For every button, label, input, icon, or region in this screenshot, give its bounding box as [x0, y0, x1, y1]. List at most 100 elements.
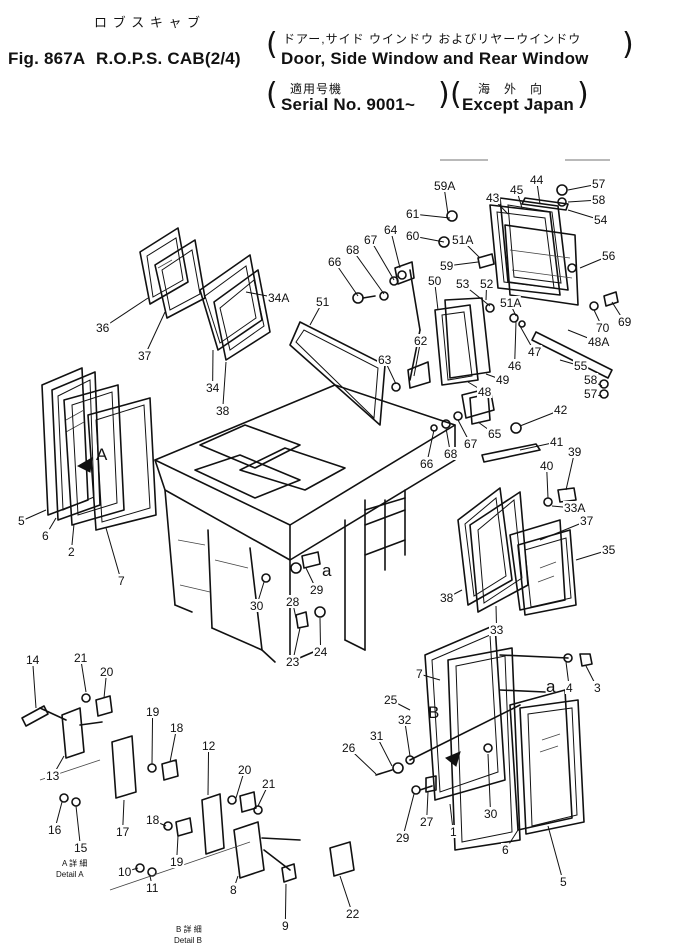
- section-en: Door, Side Window and Rear Window: [281, 49, 589, 68]
- part-label-49: 49: [496, 373, 510, 387]
- callout-bg-33A: [563, 501, 585, 514]
- callout-bg-29: [309, 583, 325, 596]
- callout-bg-42: [553, 403, 569, 416]
- callout-bg-34A: [267, 291, 289, 304]
- callout-bg-50: [427, 274, 443, 287]
- callout-bg-67: [463, 437, 479, 450]
- part-label-65: 65: [488, 427, 502, 441]
- callout-bg-52: [479, 277, 495, 290]
- part-label-52: 52: [480, 277, 494, 291]
- callout-bg-13: [45, 769, 61, 782]
- callout-leader-12: [207, 745, 210, 796]
- part-label-57: 57: [592, 177, 606, 191]
- callout-bg-51: [315, 295, 331, 308]
- part-label-63: 63: [378, 353, 392, 367]
- part-label-58: 58: [584, 373, 598, 387]
- title-en: R.O.P.S. CAB(2/4): [96, 49, 241, 68]
- arrow-marker-a2: a: [546, 677, 556, 696]
- part-label-6: 6: [502, 843, 509, 857]
- part-label-23: 23: [286, 655, 300, 669]
- part-label-66: 66: [420, 457, 434, 471]
- callout-bg-59: [439, 259, 455, 272]
- callout-bg-3: [593, 681, 602, 694]
- part-label-50: 50: [428, 274, 442, 288]
- part-label-10: 10: [118, 865, 132, 879]
- callout-bg-5: [559, 875, 568, 888]
- callout-bg-49: [495, 373, 511, 386]
- callout-bg-18: [145, 813, 161, 826]
- callout-bg-41: [549, 435, 565, 448]
- part-label-20: 20: [100, 665, 114, 679]
- callout-leader-7: [105, 527, 122, 582]
- callout-leader-29: [402, 793, 415, 839]
- part-label-30: 30: [484, 807, 498, 821]
- part-label-16: 16: [48, 823, 62, 837]
- part-label-28: 28: [286, 595, 300, 609]
- callout-bg-30: [249, 599, 265, 612]
- callout-bg-38: [215, 404, 231, 417]
- part-label-33: 33: [490, 623, 504, 637]
- callout-bg-45: [509, 183, 525, 196]
- part-label-13: 13: [46, 769, 60, 783]
- callout-bg-14: [25, 653, 41, 666]
- arrow-marker-a1: a: [322, 561, 332, 580]
- callout-bg-31: [369, 729, 385, 742]
- part-label-25: 25: [384, 693, 398, 707]
- callout-leader-68: [352, 249, 385, 295]
- callout-bg-37: [579, 514, 595, 527]
- part-label-68: 68: [346, 243, 360, 257]
- part-label-70: 70: [596, 321, 610, 335]
- part-label-48A: 48A: [588, 335, 609, 349]
- part-label-7: 7: [416, 667, 423, 681]
- callout-bg-47: [527, 345, 543, 358]
- callout-bg-51A: [451, 233, 473, 246]
- callout-leader-14: [32, 659, 37, 709]
- part-label-34A: 34A: [268, 291, 289, 305]
- part-label-51: 51: [316, 295, 330, 309]
- part-label-12: 12: [202, 739, 216, 753]
- cab-body: [154, 384, 456, 663]
- callout-leader-39: [565, 451, 576, 491]
- part-label-30: 30: [250, 599, 264, 613]
- callout-bg-68: [443, 447, 459, 460]
- callout-bg-48: [477, 385, 493, 398]
- detail-b-drawing: [109, 791, 355, 891]
- callout-bg-4: [565, 681, 574, 694]
- part-label-27: 27: [420, 815, 434, 829]
- callout-bg-22: [345, 907, 361, 920]
- callout-bg-67: [363, 233, 379, 246]
- callout-bg-68: [345, 243, 361, 256]
- callout-bg-39: [567, 445, 583, 458]
- callout-bg-48A: [587, 335, 609, 348]
- part-label-32: 32: [398, 713, 412, 727]
- part-label-26: 26: [342, 741, 356, 755]
- view-marker-a: A: [96, 445, 108, 464]
- callout-bg-15: [73, 841, 89, 854]
- right-door-assembly: [409, 624, 585, 851]
- callout-leader-19: [151, 711, 154, 765]
- callout-bg-57: [583, 387, 599, 400]
- callout-bg-29: [395, 831, 411, 844]
- close-paren-serial: ): [438, 77, 450, 112]
- part-label-51A: 51A: [500, 296, 521, 310]
- callout-bg-11: [145, 881, 161, 894]
- callout-bg-23: [285, 655, 301, 668]
- part-label-4: 4: [566, 681, 573, 695]
- part-label-19: 19: [170, 855, 184, 869]
- part-label-1: 1: [450, 825, 457, 839]
- part-label-5: 5: [560, 875, 567, 889]
- part-label-34: 34: [206, 381, 220, 395]
- callout-bg-24: [313, 645, 329, 658]
- part-label-38: 38: [440, 591, 454, 605]
- part-label-9: 9: [282, 919, 289, 933]
- callout-leader-30: [487, 753, 492, 815]
- open-paren-section: (: [266, 27, 278, 62]
- open-paren-market: (: [450, 77, 462, 112]
- serial-en: Serial No. 9001~: [281, 95, 416, 114]
- callout-leader-37: [144, 311, 166, 357]
- figure-code: Fig. 867A: [8, 49, 86, 68]
- part-label-11: 11: [146, 881, 159, 895]
- part-label-19: 19: [146, 705, 160, 719]
- callout-bg-69: [617, 315, 633, 328]
